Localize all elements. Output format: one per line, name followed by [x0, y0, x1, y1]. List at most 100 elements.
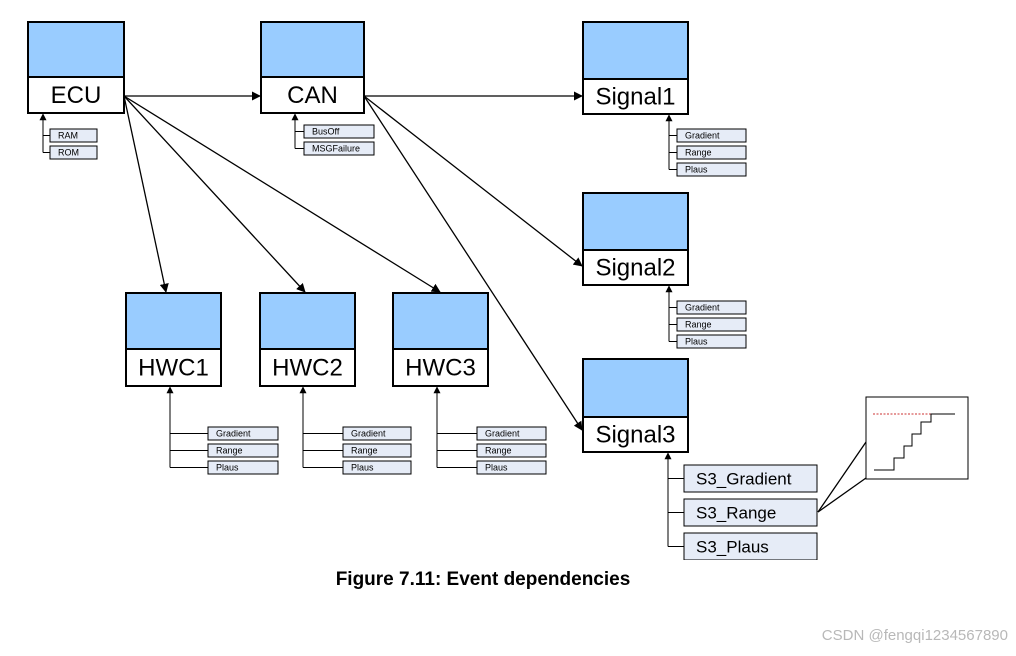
subevent-label: Gradient — [216, 429, 251, 439]
node-label-can: CAN — [287, 82, 338, 109]
subevent-label: S3_Range — [696, 504, 776, 523]
subevent-label: ROM — [58, 148, 79, 158]
node-body-hwc1 — [125, 348, 222, 387]
subevent-label: Gradient — [485, 429, 520, 439]
subevent-label: S3_Plaus — [696, 538, 769, 557]
subevent-label: Plaus — [216, 463, 239, 473]
subevent-label: RAM — [58, 131, 78, 141]
node-body-can — [260, 76, 365, 114]
subevent-box[interactable] — [683, 532, 818, 560]
subevent-label: Range — [216, 446, 243, 456]
node-signal3[interactable]: Signal3 — [582, 358, 689, 453]
subevent-label: Gradient — [685, 303, 720, 313]
node-label-ecu: ECU — [51, 82, 102, 109]
node-signal1[interactable]: Signal1 — [582, 21, 689, 115]
node-label-hwc1: HWC1 — [138, 355, 209, 382]
subevent-box[interactable] — [476, 460, 547, 475]
node-body-ecu — [27, 76, 125, 114]
subevent-label: Plaus — [685, 337, 708, 347]
sub-event-trees: RAMROMBusOffMSGFailureGradientRangePlaus… — [39, 113, 818, 560]
subevent-box[interactable] — [676, 162, 747, 177]
subevent-label: Range — [485, 446, 512, 456]
subevent-box[interactable] — [342, 426, 412, 441]
edge-can-to-signal2 — [363, 95, 583, 267]
inset-step-curve — [874, 413, 955, 471]
inset-pointer-line-bottom — [817, 477, 867, 513]
subevent-label: Range — [351, 446, 378, 456]
node-header-hwc1 — [125, 292, 222, 350]
subevent-box[interactable] — [683, 498, 818, 527]
subevent-label: Gradient — [351, 429, 386, 439]
node-body-signal3 — [582, 416, 689, 453]
node-header-hwc2 — [259, 292, 356, 350]
subevent-label: MSGFailure — [312, 144, 360, 154]
event-dependency-diagram: RAMROMBusOffMSGFailureGradientRangePlaus… — [27, 21, 969, 560]
subevent-box[interactable] — [49, 145, 98, 160]
node-body-signal2 — [582, 249, 689, 286]
subevent-box[interactable] — [683, 464, 818, 493]
node-label-signal2: Signal2 — [595, 255, 675, 282]
edge-ecu-to-hwc3 — [123, 95, 441, 293]
subevent-box[interactable] — [207, 426, 279, 441]
edges-layer — [123, 91, 583, 431]
node-header-ecu — [27, 21, 125, 78]
subevent-box[interactable] — [676, 300, 747, 315]
subevent-box[interactable] — [342, 460, 412, 475]
node-body-hwc3 — [392, 348, 489, 387]
subevent-box[interactable] — [676, 317, 747, 332]
subevent-box[interactable] — [676, 145, 747, 160]
subevent-box[interactable] — [476, 426, 547, 441]
node-ecu[interactable]: ECU — [27, 21, 125, 114]
subevent-box[interactable] — [476, 443, 547, 458]
inset-frame — [865, 396, 969, 480]
subevent-label: S3_Gradient — [696, 470, 792, 489]
node-label-signal1: Signal1 — [595, 84, 675, 111]
subevent-box[interactable] — [207, 460, 279, 475]
subevent-box[interactable] — [303, 141, 375, 156]
subevent-box[interactable] — [676, 334, 747, 349]
node-header-can — [260, 21, 365, 78]
node-signal2[interactable]: Signal2 — [582, 192, 689, 286]
inset-pointer-line-top — [817, 441, 867, 513]
node-label-signal3: Signal3 — [595, 422, 675, 449]
subevent-label: Range — [685, 320, 712, 330]
subevent-label: Range — [685, 148, 712, 158]
subevent-label: Plaus — [685, 165, 708, 175]
subevent-box[interactable] — [49, 128, 98, 143]
node-body-signal1 — [582, 78, 689, 115]
node-can[interactable]: CAN — [260, 21, 365, 114]
subevent-box[interactable] — [207, 443, 279, 458]
node-header-signal1 — [582, 21, 689, 80]
node-hwc2[interactable]: HWC2 — [259, 292, 356, 387]
subevent-label: Gradient — [685, 131, 720, 141]
node-header-signal3 — [582, 358, 689, 418]
subevent-label: Plaus — [351, 463, 374, 473]
figure-caption: Figure 7.11: Event dependencies — [335, 569, 631, 590]
node-label-hwc2: HWC2 — [272, 355, 343, 382]
subevents-ecu: RAM ROM — [39, 113, 98, 160]
watermark: CSDN @fengqi1234567890 — [821, 627, 1008, 644]
node-hwc3[interactable]: HWC3 — [392, 292, 489, 387]
subevent-box[interactable] — [676, 128, 747, 143]
edge-ecu-to-hwc2 — [123, 95, 306, 293]
range-threshold-inset — [817, 396, 969, 513]
node-label-hwc3: HWC3 — [405, 355, 476, 382]
node-hwc1[interactable]: HWC1 — [125, 292, 222, 387]
node-header-hwc3 — [392, 292, 489, 350]
edge-ecu-to-hwc1 — [123, 95, 169, 293]
node-header-signal2 — [582, 192, 689, 251]
edge-can-to-signal3 — [363, 95, 583, 431]
subevent-label: Plaus — [485, 463, 508, 473]
subevent-box[interactable] — [303, 124, 375, 139]
subevent-label: BusOff — [312, 127, 340, 137]
subevent-box[interactable] — [342, 443, 412, 458]
node-body-hwc2 — [259, 348, 356, 387]
